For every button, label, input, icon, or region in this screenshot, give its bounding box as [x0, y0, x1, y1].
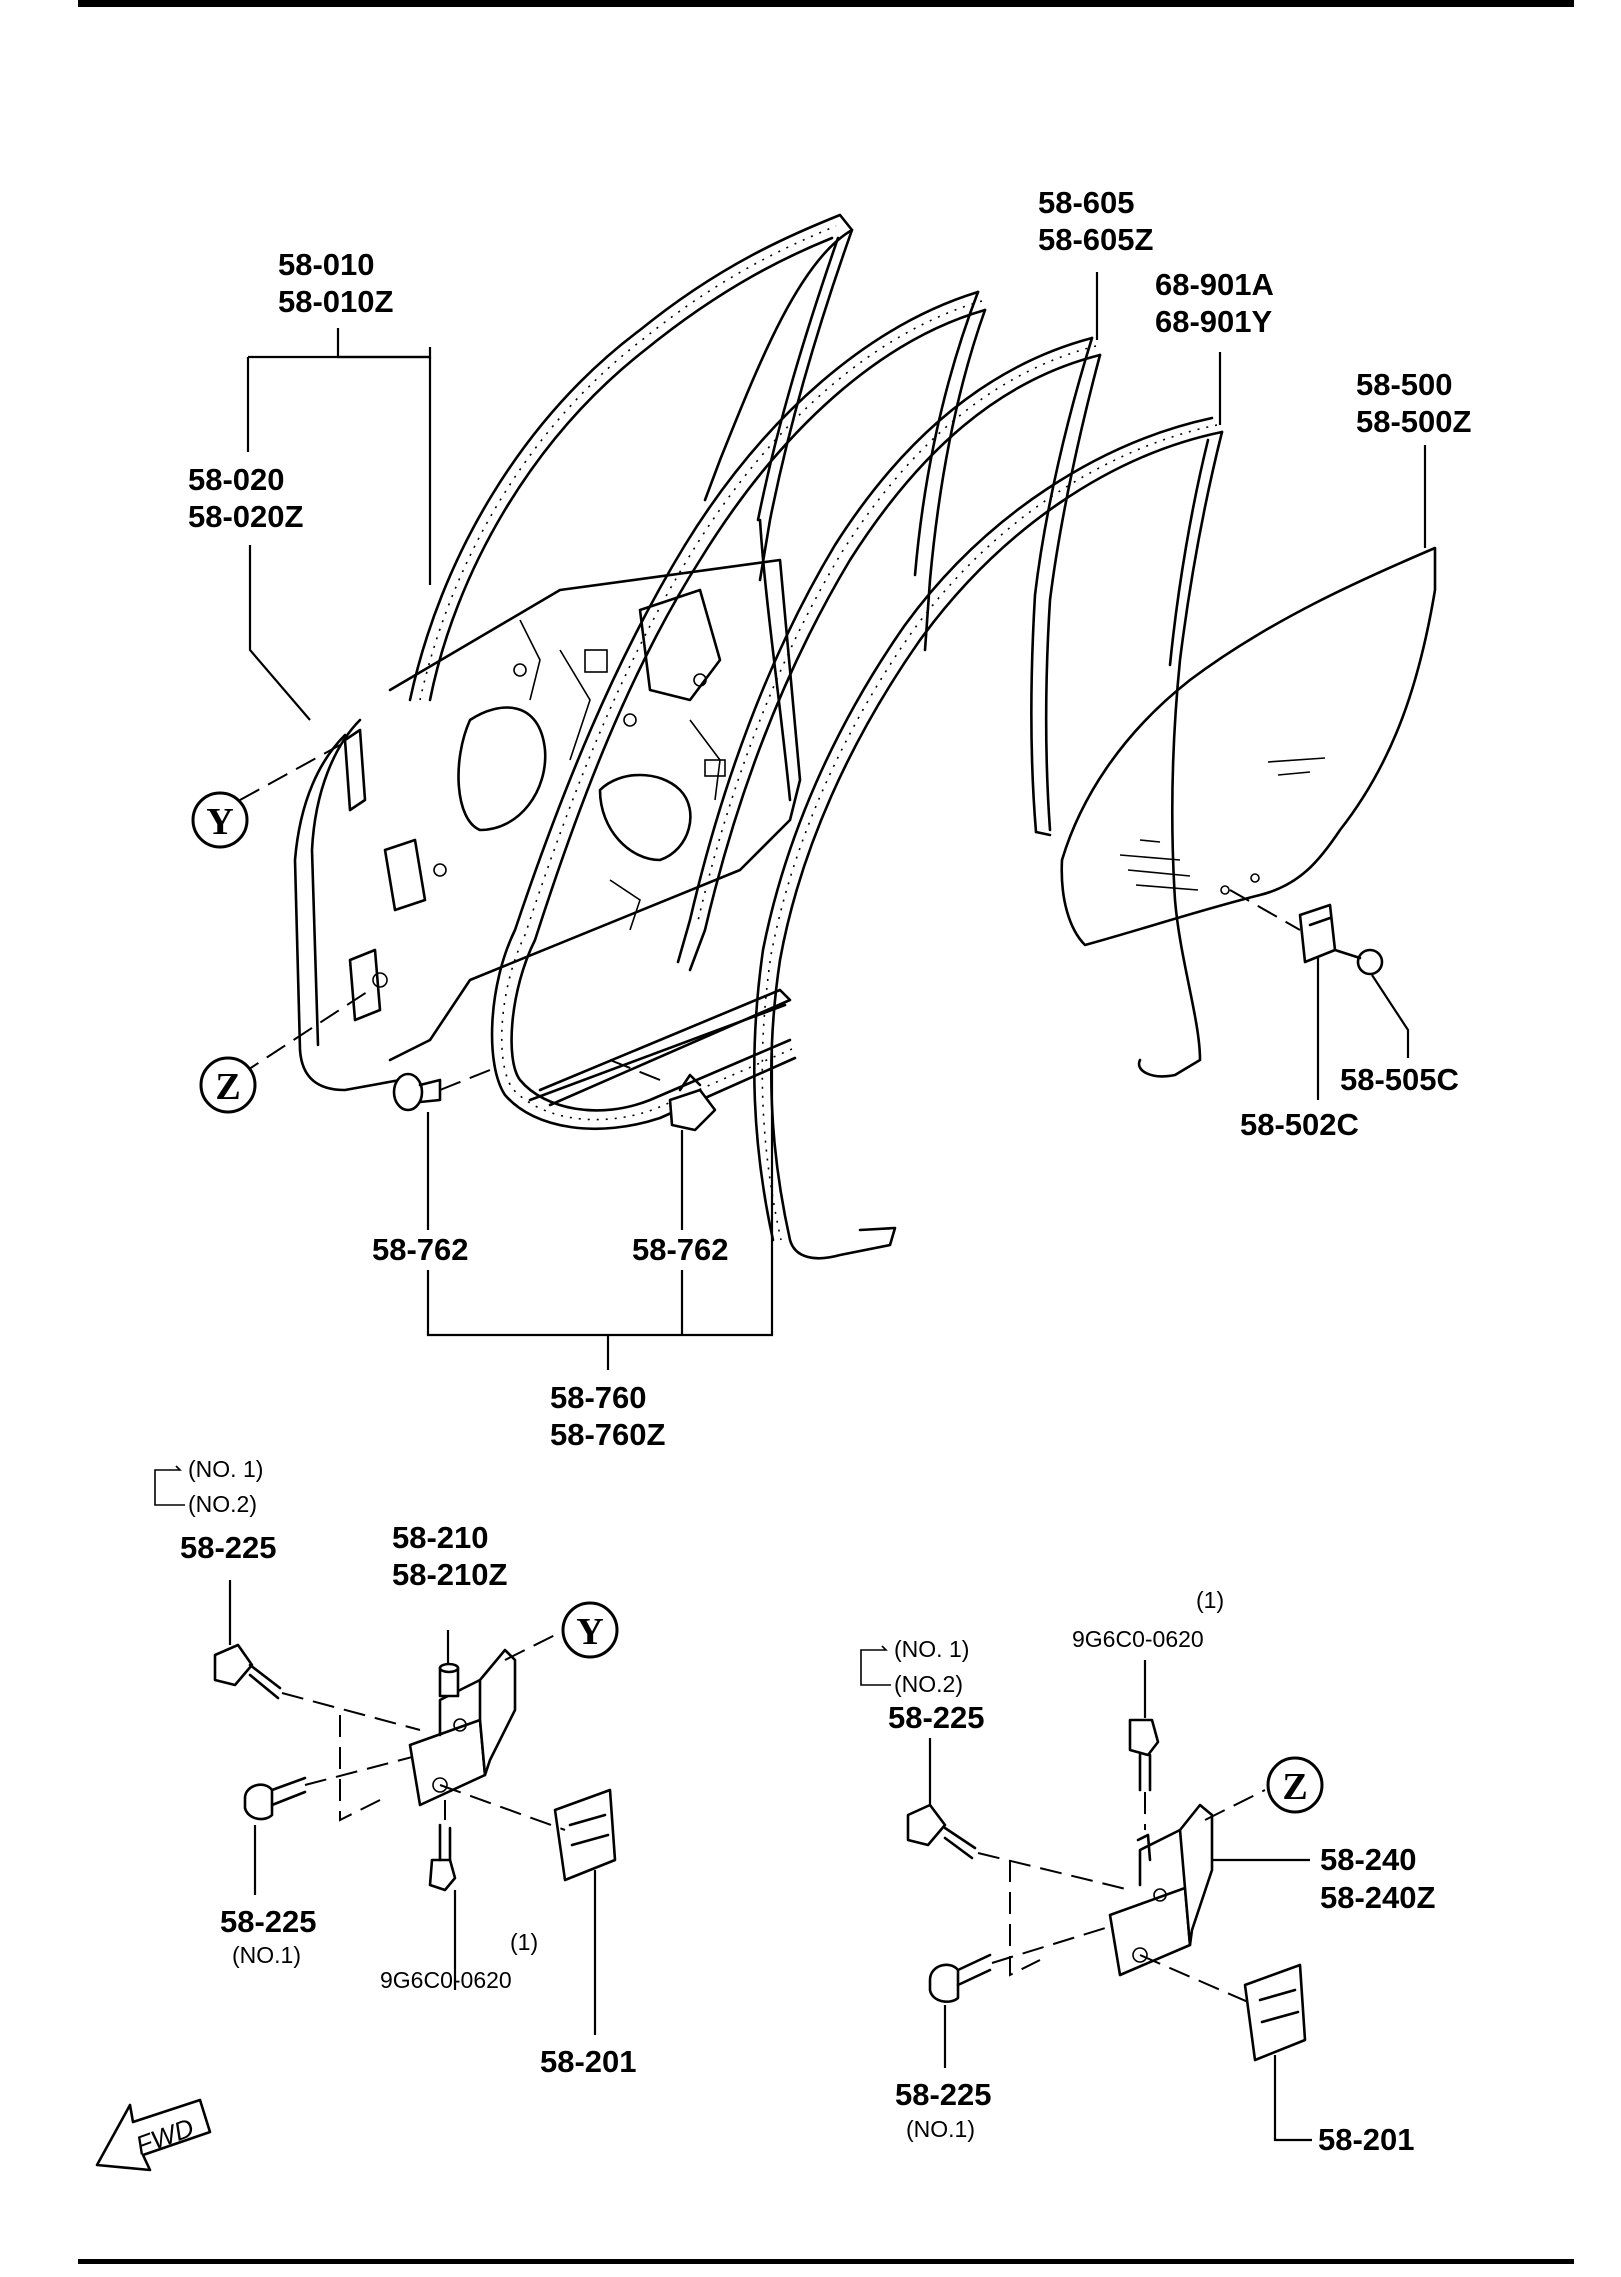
- callout-58-760z: 58-760Z: [550, 1417, 666, 1452]
- bottom-rule: [78, 2259, 1574, 2264]
- top-rule: [78, 0, 1574, 7]
- leader-lines-top: [239, 272, 1427, 1370]
- callout-58-502c: 58-502C: [1240, 1107, 1359, 1142]
- callout-58-010z: 58-010Z: [278, 284, 394, 319]
- callout-58-020z: 58-020Z: [188, 499, 304, 534]
- callout-58-225-upper-right: 58-225: [888, 1700, 985, 1735]
- callout-58-760: 58-760: [550, 1380, 647, 1415]
- lower-left-no1: (NO.1): [232, 1942, 301, 1968]
- callout-58-225-lower-left: 58-225: [220, 1904, 317, 1939]
- bracket-right-no1: (NO. 1): [894, 1636, 969, 1662]
- callout-58-210z: 58-210Z: [392, 1557, 508, 1592]
- door-shell: [293, 213, 854, 1092]
- svg-text:Y: Y: [206, 801, 233, 843]
- callout-labels: 58-010 58-010Z 58-020 58-020Z 58-605 58-…: [180, 185, 1472, 2157]
- clip-58-762-left: [392, 1069, 491, 1112]
- bracket-right-no2: (NO.2): [894, 1671, 963, 1697]
- callout-58-605z: 58-605Z: [1038, 222, 1154, 257]
- forward-arrow-icon: FWD: [95, 2098, 212, 2172]
- clip-58-762-right: [609, 1059, 717, 1132]
- marker-y-hinge: Y: [561, 1601, 619, 1659]
- callout-58-210: 58-210: [392, 1520, 489, 1555]
- callout-58-762-right: 58-762: [632, 1232, 729, 1267]
- callout-58-505c: 58-505C: [1340, 1062, 1459, 1097]
- callout-68-901y: 68-901Y: [1155, 304, 1273, 339]
- callout-58-201-left: 58-201: [540, 2044, 637, 2079]
- callout-58-020: 58-020: [188, 462, 285, 497]
- callout-58-225-lower-right: 58-225: [895, 2077, 992, 2112]
- marker-z-hinge: Z: [1266, 1756, 1324, 1814]
- belt-weatherstrip-68-901: [752, 416, 1224, 1260]
- bracket-left-no1: (NO. 1): [188, 1456, 263, 1482]
- bracket-left-no2: (NO.2): [188, 1491, 257, 1517]
- bolt-left-qty: (1): [510, 1929, 538, 1955]
- callout-58-225-upper-left: 58-225: [180, 1530, 277, 1565]
- lower-hinge-58-240: [860, 1645, 1312, 2142]
- bolt-right-qty: (1): [1196, 1587, 1224, 1613]
- glass-run-channel-58-605: [676, 336, 1102, 972]
- callout-58-762-left: 58-762: [372, 1232, 469, 1267]
- lower-right-no1: (NO.1): [906, 2116, 975, 2142]
- bolt-right-part: 9G6C0-0620: [1072, 1626, 1204, 1652]
- callout-58-010: 58-010: [278, 247, 375, 282]
- callout-58-240: 58-240: [1320, 1842, 1417, 1877]
- callout-68-901a: 68-901A: [1155, 267, 1274, 302]
- svg-text:Z: Z: [1282, 1766, 1307, 1808]
- callout-58-240z: 58-240Z: [1320, 1880, 1436, 1915]
- upper-hinge-58-210: [154, 1465, 617, 2035]
- door-glass-58-500: [1060, 546, 1437, 976]
- callout-58-500: 58-500: [1356, 367, 1453, 402]
- svg-text:Z: Z: [215, 1066, 240, 1108]
- bolt-left-part: 9G6C0-0620: [380, 1967, 512, 1993]
- marker-y-door: Y: [191, 791, 249, 849]
- callout-58-605: 58-605: [1038, 185, 1135, 220]
- marker-z-door: Z: [199, 1056, 257, 1114]
- svg-text:Y: Y: [576, 1611, 603, 1653]
- callout-58-201-right: 58-201: [1318, 2122, 1415, 2157]
- callout-58-500z: 58-500Z: [1356, 404, 1472, 439]
